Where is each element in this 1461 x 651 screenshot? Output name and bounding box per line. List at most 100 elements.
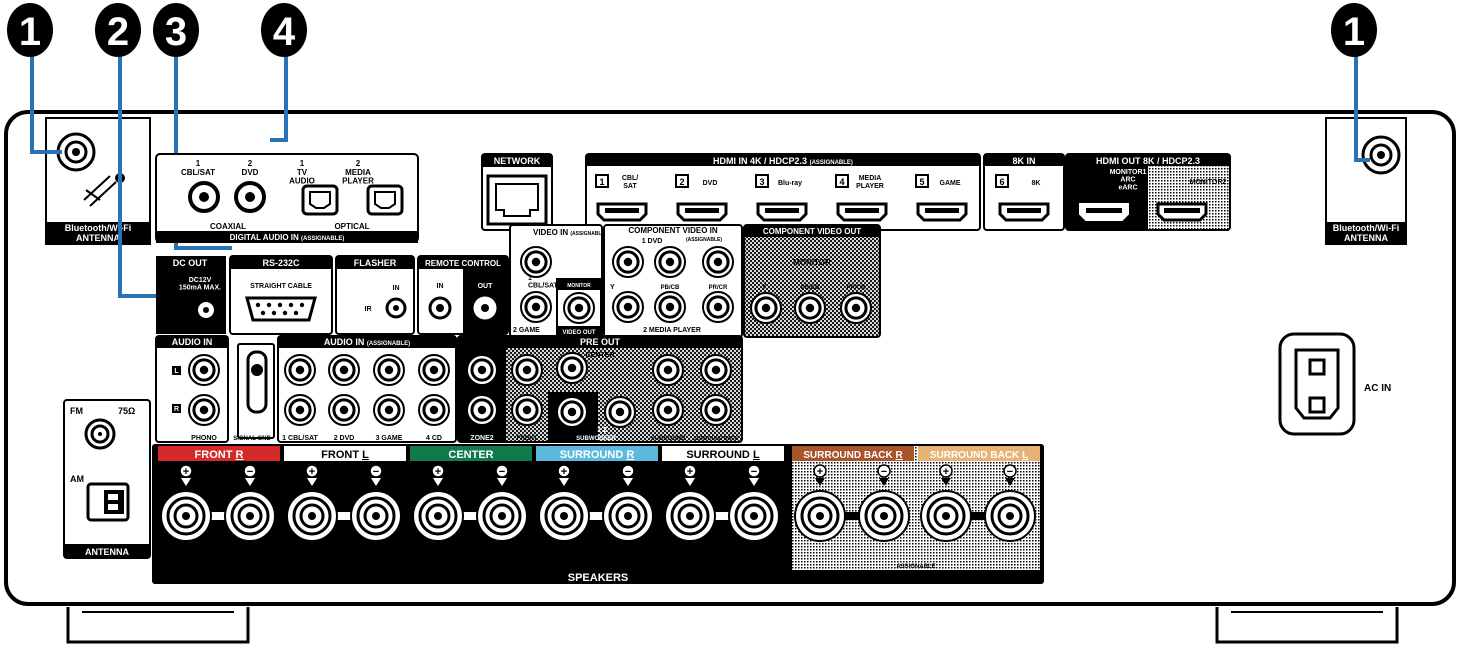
pre-out-front: FRONT xyxy=(517,436,538,442)
pre-out-title: PRE OUT xyxy=(580,337,621,347)
pre-out-zone2: ZONE2 xyxy=(470,435,493,442)
component-out-y-jack xyxy=(750,292,782,324)
component-in-1-y-jack xyxy=(612,246,644,278)
audio-in-1r-jack xyxy=(284,394,316,426)
audio-in-4r-jack xyxy=(418,394,450,426)
svg-text:−: − xyxy=(625,466,631,478)
callout-marker-1-right: 1 xyxy=(1331,3,1377,57)
svg-text:1: 1 xyxy=(19,10,41,54)
remote-control-title: REMOTE CONTROL xyxy=(425,259,501,268)
fm-am-antenna-section xyxy=(63,399,151,559)
component-in-1-pr-jack xyxy=(702,246,734,278)
hdmi-8k-title: 8K IN xyxy=(1012,156,1035,166)
speaker-channel-label: SURROUND BACK L xyxy=(930,450,1028,461)
hdmi-in-port-5: 5 GAME xyxy=(915,174,968,222)
speaker-channel-label: SURROUND L xyxy=(686,449,760,461)
svg-text:8K: 8K xyxy=(1032,180,1041,187)
video-in-title: VIDEO IN (ASSIGNABLE) xyxy=(533,228,607,237)
svg-text:4: 4 xyxy=(273,10,296,54)
svg-text:5: 5 xyxy=(919,177,924,187)
rs232c-title: RS-232C xyxy=(262,258,300,268)
component-out-y: Y xyxy=(762,284,767,291)
svg-text:2: 2 xyxy=(679,177,684,187)
component-in-1-pb-jack xyxy=(654,246,686,278)
video-in-2-jack xyxy=(520,291,552,323)
rs232c-pin xyxy=(277,302,283,308)
ac-in-section xyxy=(1278,332,1356,436)
pre-out-surround: SURROUND xyxy=(651,436,686,442)
pre-subwoofer-1-jack xyxy=(556,396,588,428)
rs232c-pin xyxy=(288,302,294,308)
svg-text:+: + xyxy=(309,466,315,478)
ac-inlet xyxy=(1294,348,1340,420)
svg-text:+: + xyxy=(687,466,693,478)
video-in-1-jack xyxy=(520,246,552,278)
component-in-pb: PB/CB xyxy=(661,285,680,291)
speaker-channel-label: FRONT L xyxy=(321,449,369,461)
bt-antenna-right xyxy=(1325,117,1407,245)
svg-text:−: − xyxy=(247,466,253,478)
hdmi-out-section xyxy=(1065,153,1231,231)
video-in-2-label: 2 GAME xyxy=(513,327,540,334)
dc-out-section xyxy=(156,256,226,334)
optical-label: OPTICAL xyxy=(334,222,369,231)
component-out-pr-jack xyxy=(840,292,872,324)
fm-label: FM xyxy=(70,406,83,416)
rs232c-section xyxy=(229,255,333,335)
phono-l-jack xyxy=(188,354,220,386)
rs232c-pin xyxy=(266,302,272,308)
component-in-assignable: (ASSIGNABLE) xyxy=(686,237,722,243)
component-in-2-pb-jack xyxy=(654,291,686,323)
speaker-channel-label: SURROUND R xyxy=(560,449,635,461)
speakers-assignable: ASSIGNABLE xyxy=(896,564,935,570)
pre-surround-back-r-jack xyxy=(700,394,732,426)
component-in-y: Y xyxy=(610,284,615,291)
svg-text:CBL/SAT: CBL/SAT xyxy=(622,175,638,190)
svg-text:GAME: GAME xyxy=(940,180,961,187)
speaker-channel-label: SURROUND BACK R xyxy=(803,450,903,461)
digital-audio-title: DIGITAL AUDIO IN (ASSIGNABLE) xyxy=(230,233,345,242)
rca-jacks xyxy=(188,246,872,428)
callout-marker-3: 3 xyxy=(153,3,199,57)
audio-in-assignable-section xyxy=(277,335,457,443)
phono-label: PHONO xyxy=(191,435,217,442)
video-out-label: VIDEO OUT xyxy=(562,330,595,336)
callout-lines xyxy=(30,48,1370,298)
callout-marker-2: 2 xyxy=(95,3,141,57)
rs232c-pin xyxy=(282,310,288,316)
pre-front-r-jack xyxy=(511,394,543,426)
bt-antenna-left xyxy=(45,117,151,245)
callout-marker-4: 4 xyxy=(261,3,307,57)
component-in-2-pr-jack xyxy=(702,291,734,323)
rs232c-cable: STRAIGHT CABLE xyxy=(250,283,312,290)
speaker-channel-1: FRONT R+− xyxy=(158,446,280,542)
pre-out-subwoofer: SUBWOOFER xyxy=(576,436,616,442)
flasher-in: IN xyxy=(393,285,400,292)
audio-in-assign-title: AUDIO IN (ASSIGNABLE) xyxy=(324,337,410,347)
audio-in-3r-jack xyxy=(373,394,405,426)
speaker-channel-6: SURROUND BACK R+− xyxy=(792,446,914,542)
svg-text:+: + xyxy=(943,466,949,478)
audio-in-label-4: 4 CD xyxy=(426,435,442,442)
pre-surround-back-l-jack xyxy=(700,354,732,386)
svg-text:2: 2 xyxy=(107,10,129,54)
speaker-channel-3: CENTER+− xyxy=(410,446,532,542)
svg-text:DVD: DVD xyxy=(703,180,718,187)
hdmi-in-port-2: 2 DVD xyxy=(675,174,728,222)
speaker-channel-label: FRONT R xyxy=(195,449,244,461)
audio-in-4l-jack xyxy=(418,354,450,386)
audio-in-3l-jack xyxy=(373,354,405,386)
svg-text:1: 1 xyxy=(1343,10,1365,54)
speaker-channel-5: SURROUND L+− xyxy=(662,446,784,542)
pre-subwoofer-2-jack xyxy=(604,396,636,428)
video-monitor-label: MONITOR xyxy=(567,283,591,289)
